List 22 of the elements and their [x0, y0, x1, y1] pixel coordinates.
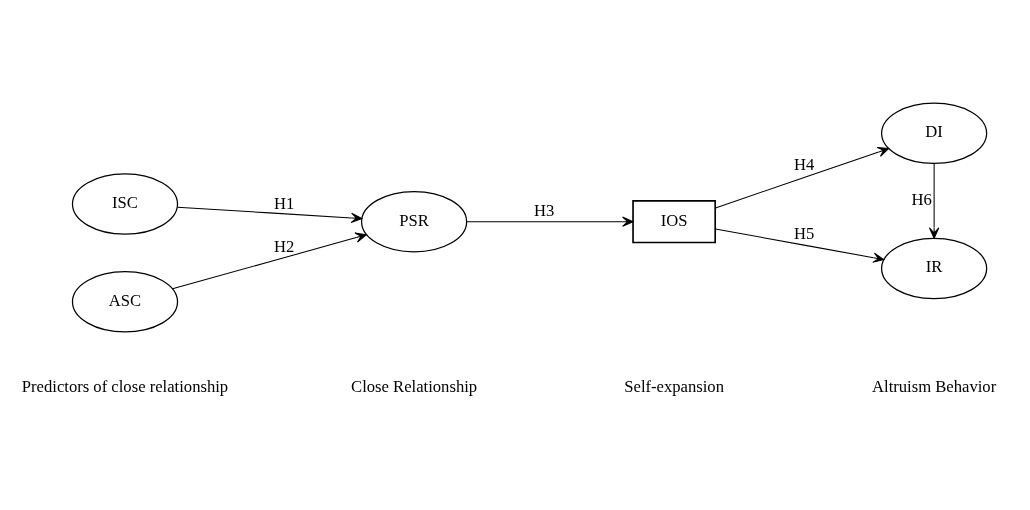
node-ellipse: ISC [71, 173, 179, 235]
arrow [171, 232, 367, 290]
node-ellipse: IR [880, 237, 988, 300]
arrow [714, 146, 890, 209]
edge-label: H5 [793, 224, 815, 244]
arrow [928, 163, 940, 239]
label: Predictors of close relationship [21, 377, 229, 397]
node-ellipse: ASC [71, 271, 179, 333]
label: Close Relationship [351, 377, 478, 397]
arrow [466, 216, 634, 227]
edge-label: H3 [533, 201, 555, 221]
edge-label: H6 [911, 189, 932, 209]
label: Altruism Behavior [872, 377, 997, 397]
edge-label: H1 [273, 194, 295, 214]
arrow [714, 228, 885, 263]
label: Self-expansion [624, 377, 724, 397]
edge-label: H2 [273, 236, 295, 256]
node-ellipse: DI [880, 102, 988, 165]
node-ellipse: PSR [360, 190, 468, 253]
arrow [176, 206, 363, 224]
node-box: IOS [632, 200, 717, 244]
edge-label: H4 [793, 154, 815, 174]
